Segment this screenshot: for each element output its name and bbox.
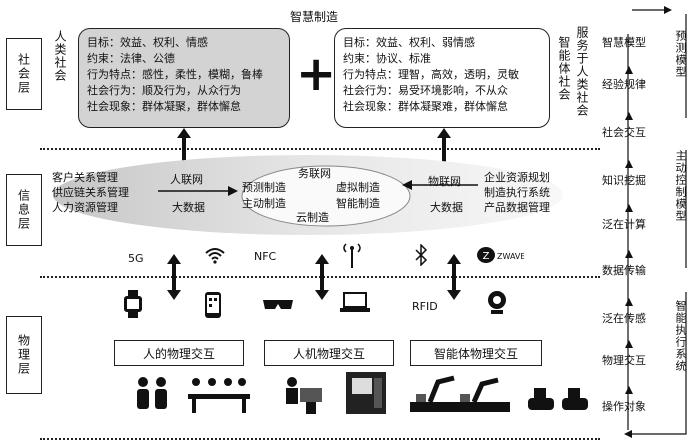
people-meeting-icon [137, 377, 167, 409]
info-right-list: 企业资源规划 制造执行系统 产品数据管理 [484, 170, 550, 215]
layer-physical: 物理层 [6, 316, 42, 394]
virtual-manufacturing: 虚拟制造 [336, 181, 380, 194]
agent-goal: 目标：效益、权利、弱情感 [343, 36, 475, 49]
laptop-icon [340, 292, 370, 312]
service-net: 务联网 [298, 167, 331, 180]
5g-label: 5G [128, 252, 144, 265]
webcam-icon [488, 291, 506, 314]
human-constraint: 约束：法律、公德 [87, 52, 175, 65]
antenna-icon [343, 243, 361, 268]
zwave-icon: Z ZWAVE [477, 247, 524, 263]
flow-ubiquitous-sensing: 泛在传感 [602, 312, 646, 325]
serve-label: 服务于人类社会 [575, 26, 589, 117]
cloud-manufacturing: 云制造 [296, 211, 329, 224]
svg-text:Z: Z [483, 251, 490, 262]
crm: 客户关系管理 [52, 171, 118, 184]
layer-info-label: 信息层 [16, 189, 31, 231]
plus-sign: + [296, 46, 337, 102]
arrow-info-phys-3 [447, 254, 461, 300]
separator-bottom [40, 438, 600, 440]
intelligent-manufacturing: 智能制造 [336, 197, 380, 210]
info-ellipse-bg [53, 155, 563, 235]
layer-social-label: 社会层 [16, 53, 31, 95]
human-society-box: 目标：效益、权利、情感 约束：法律、公德 行为特点：感性，柔性，模糊，鲁棒 社会… [78, 28, 290, 128]
agent-social-phenomenon: 社会现象：群体凝聚难，群体懈怠 [343, 100, 508, 113]
agent-social-behavior: 社会行为：易受环境影响，不从众 [343, 84, 508, 97]
human-social-behavior: 社会行为：顺及行为，从众行为 [87, 84, 241, 97]
flow-smart-model: 智慧模型 [602, 36, 646, 49]
agent-behavior: 行为特点：理智，高效，透明，灵敏 [343, 68, 519, 81]
rfid-label: RFID [412, 300, 438, 313]
big-data-left: 大数据 [172, 201, 205, 214]
flow-up-arrows [625, 66, 633, 394]
human-goal: 目标：效益、权利、情感 [87, 36, 208, 49]
smartphone-icon [205, 292, 221, 318]
human-physical-interaction: 人的物理交互 [114, 340, 244, 366]
flow-experience-rule: 经验规律 [602, 78, 646, 91]
intelligent-execution-label: 智能执行系统 [674, 300, 687, 372]
info-left-list: 客户关系管理 供应链关系管理 人力资源管理 [52, 170, 129, 215]
predictive-model-label: 预测模型 [674, 30, 687, 78]
flow-knowledge-mining: 知识挖掘 [602, 174, 646, 187]
vr-glasses-icon [263, 300, 293, 309]
human-net-label: 人联网 [170, 173, 203, 186]
nfc-label: NFC [254, 250, 277, 263]
svg-text:ZWAVE: ZWAVE [497, 252, 524, 261]
arrow-info-phys-1 [167, 254, 181, 300]
flow-social-interaction: 社会交互 [602, 126, 646, 139]
scm: 供应链关系管理 [52, 186, 129, 199]
smartwatch-icon [124, 290, 142, 318]
conveyor-robots-icon [528, 388, 588, 410]
flow-operation-object: 操作对象 [602, 400, 646, 413]
wifi-icon [205, 248, 225, 264]
arrow-info-phys-2 [315, 254, 329, 300]
smart-society-label: 智能体社会 [557, 36, 571, 101]
agent-constraint: 约束：协议、标准 [343, 52, 431, 65]
flow-ubiquitous-computing: 泛在计算 [602, 218, 646, 231]
human-behavior: 行为特点：感性，柔性，模糊，鲁棒 [87, 68, 263, 81]
bluetooth-icon [415, 244, 428, 266]
page-title: 智慧制造 [290, 10, 339, 24]
layer-social: 社会层 [6, 38, 42, 110]
flow-physical-interaction: 物理交互 [602, 354, 646, 367]
big-data-right: 大数据 [430, 201, 463, 214]
agent-physical-interaction: 智能体物理交互 [410, 340, 542, 366]
erp: 企业资源规划 [484, 171, 550, 184]
right-flow-frame [624, 6, 687, 438]
predictive-manufacturing: 预测制造 [242, 181, 286, 194]
robot-arm-line-icon [410, 375, 510, 412]
layer-physical-label: 物理层 [16, 334, 31, 376]
active-manufacturing: 主动制造 [242, 197, 286, 210]
flow-data-transmission: 数据传输 [602, 264, 646, 277]
iot-arrow [402, 180, 478, 190]
active-control-model-label: 主动控制模型 [674, 150, 687, 222]
human-machine-physical-interaction: 人机物理交互 [264, 340, 394, 366]
human-robot-interaction-icon [286, 377, 322, 414]
agent-society-box: 目标：效益、权利、弱情感 约束：协议、标准 行为特点：理智，高效，透明，灵敏 社… [334, 28, 550, 128]
separator-social-info [40, 148, 600, 150]
layer-info: 信息层 [6, 174, 42, 246]
pdm: 产品数据管理 [484, 201, 550, 214]
hrm: 人力资源管理 [52, 201, 118, 214]
human-net-arrow [158, 186, 238, 196]
human-society-label: 人类社会 [53, 30, 67, 82]
mes: 制造执行系统 [484, 186, 550, 199]
conference-table-icon [188, 378, 250, 413]
cnc-machine-icon [346, 372, 386, 414]
human-social-phenomenon: 社会现象：群体凝聚，群体懈怠 [87, 100, 241, 113]
